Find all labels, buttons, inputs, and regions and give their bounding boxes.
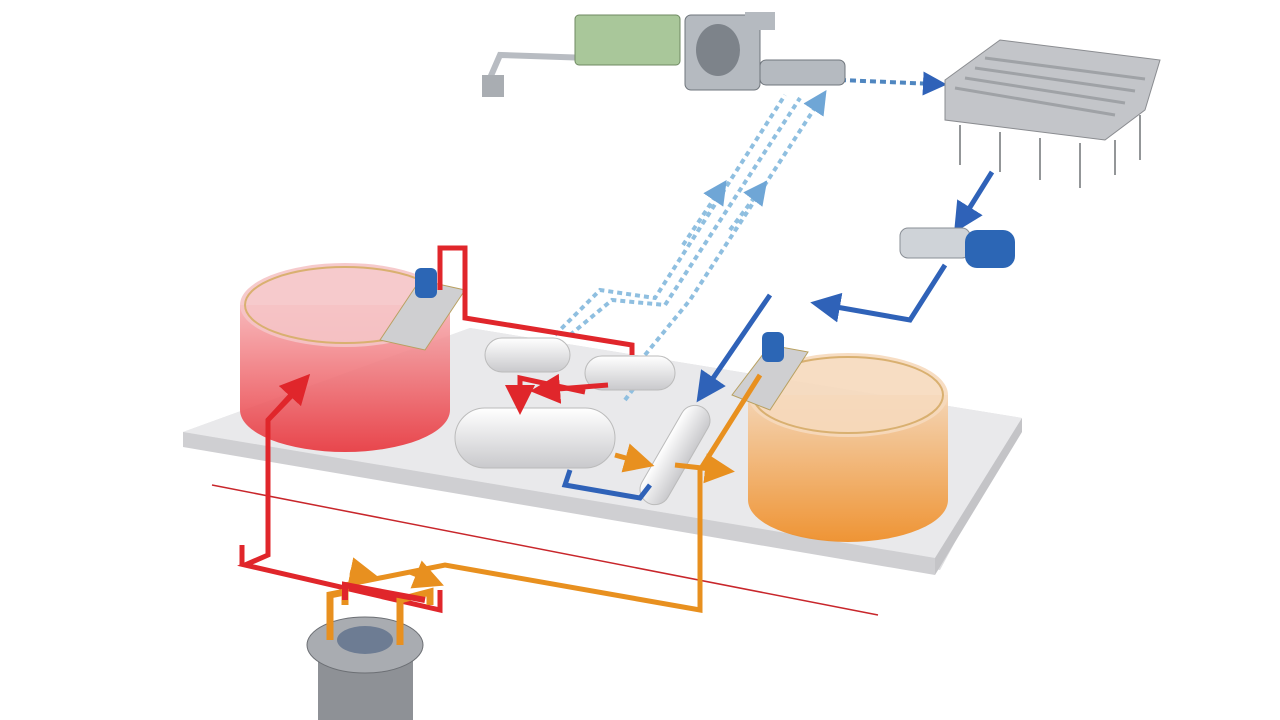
air-cooled-condenser: [944, 39, 1161, 188]
hot-loop-pipes: [237, 245, 635, 614]
heat-exchangers: [454, 337, 711, 506]
hot-salt-tank: [240, 263, 466, 452]
cold-loop-pipes: [344, 373, 763, 613]
pump-motor-icon: [762, 332, 784, 362]
steam-to-condenser-line: [839, 71, 947, 96]
steam-turbine: [482, 12, 846, 97]
water-loop-pipes: [561, 170, 995, 501]
ground-boundary-line: [211, 484, 879, 616]
cold-salt-tank: [731, 332, 948, 542]
reactor: [306, 581, 434, 720]
pump-motor-icon: [415, 268, 437, 298]
feedwater-pump: [899, 227, 1015, 268]
